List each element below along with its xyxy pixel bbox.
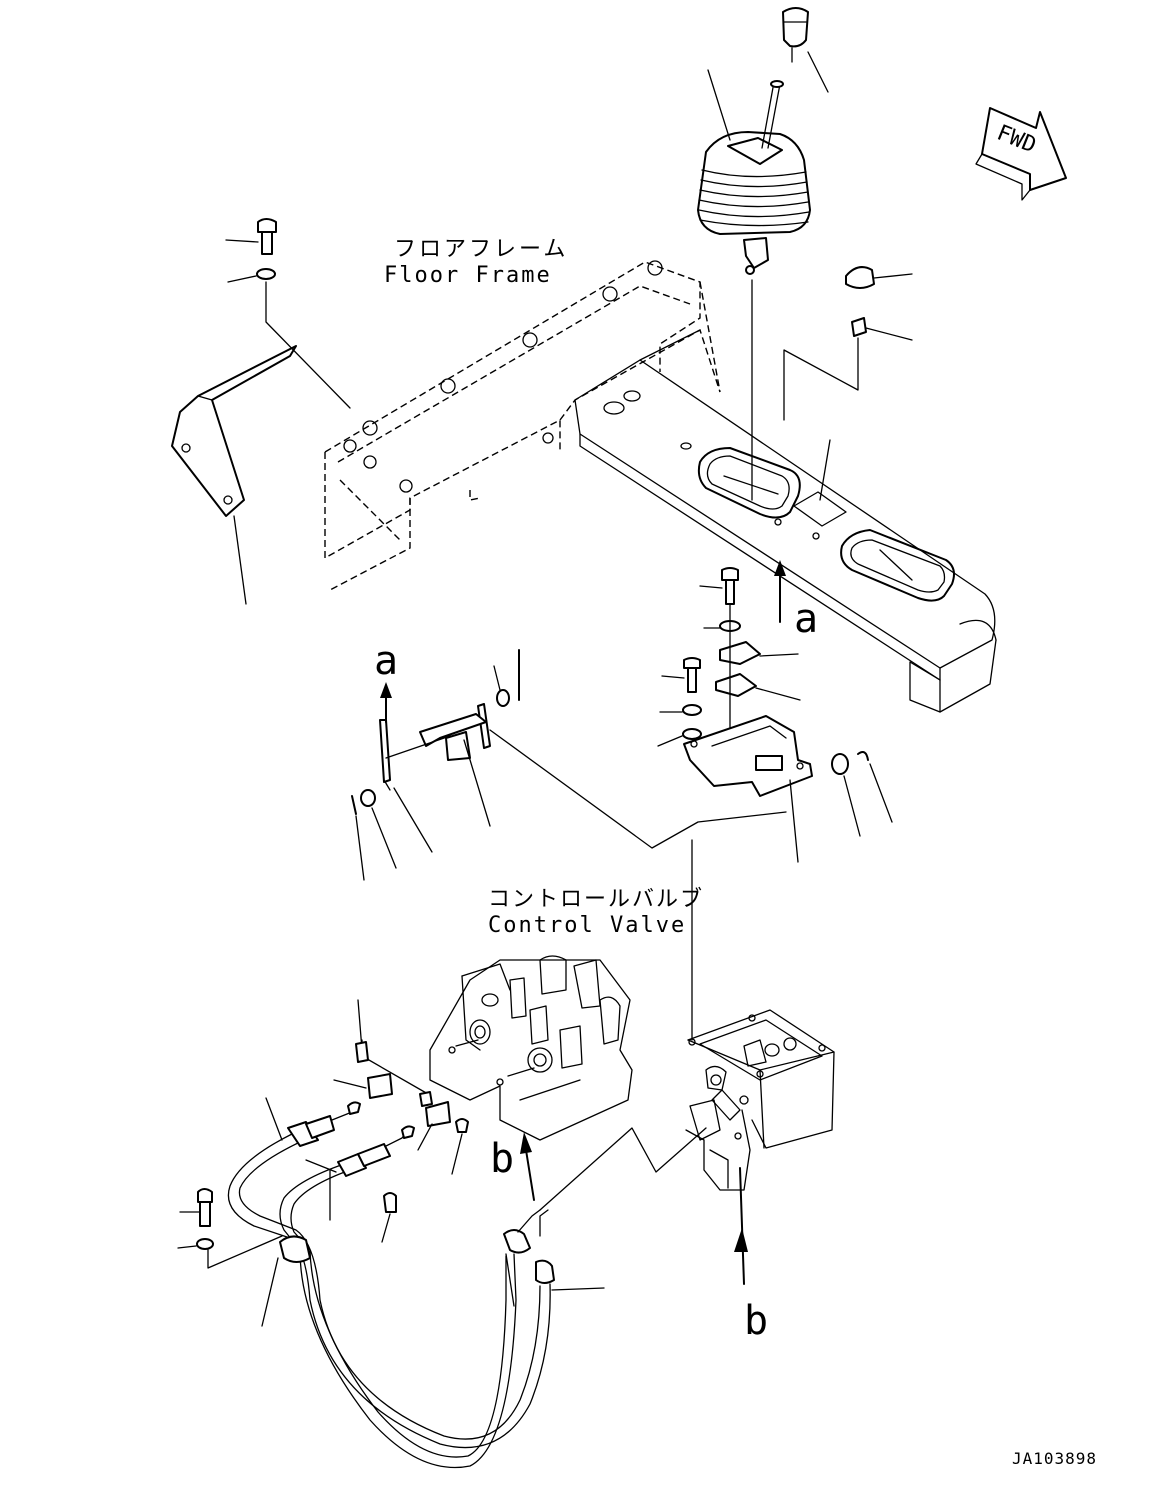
valve-clevis-parts bbox=[333, 999, 469, 1243]
fwd-arrow-icon: FWD bbox=[975, 107, 1067, 201]
control-valve-en-label: Control Valve bbox=[488, 913, 686, 938]
control-cables bbox=[227, 1097, 605, 1469]
lever-boot bbox=[697, 69, 811, 275]
ref-a-top-arrow: a bbox=[774, 560, 818, 642]
floor-frame-jp-label: フロアフレーム bbox=[394, 237, 568, 262]
ref-b-mid-label: b bbox=[490, 1136, 514, 1182]
mount-bolts-upper bbox=[657, 567, 801, 747]
ref-a-top-label: a bbox=[794, 596, 818, 642]
ref-b-bottom-label: b bbox=[744, 1298, 768, 1344]
floor-frame bbox=[324, 260, 721, 591]
cable-clamp bbox=[177, 1188, 311, 1327]
ref-a-mid-label: a bbox=[374, 638, 398, 684]
lever-knob bbox=[782, 7, 829, 93]
left-linkage bbox=[351, 649, 787, 1041]
console-body bbox=[574, 329, 997, 713]
left-bracket bbox=[171, 218, 351, 605]
frame-bolts bbox=[343, 260, 663, 493]
control-valve bbox=[429, 955, 633, 1141]
ref-a-mid-arrow: a bbox=[374, 638, 398, 723]
cap-and-nut bbox=[783, 266, 913, 421]
drawing-id-label: JA103898 bbox=[1012, 1449, 1097, 1468]
lever-stand bbox=[539, 1009, 835, 1211]
mount-bracket bbox=[683, 715, 893, 863]
ref-b-mid-arrow: b bbox=[490, 1132, 535, 1201]
floor-frame-en-label: Floor Frame bbox=[384, 263, 552, 288]
ref-b-bottom-arrow: b bbox=[734, 1167, 768, 1344]
control-valve-jp-label: コントロールバルブ bbox=[488, 887, 704, 912]
